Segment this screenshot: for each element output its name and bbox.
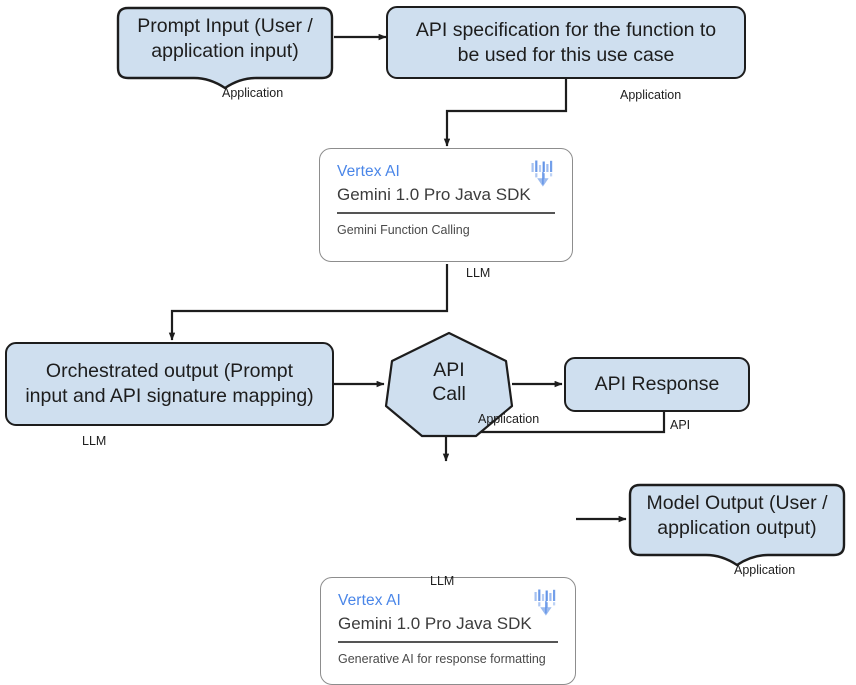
- node-orchestrated-output[interactable]: Orchestrated output (Prompt input and AP…: [5, 342, 334, 426]
- node-orchestrated-output-label: Orchestrated output (Prompt input and AP…: [25, 359, 313, 409]
- vertex-ai-bottom-model: Gemini 1.0 Pro Java SDK: [338, 614, 532, 634]
- edge-vertextop-to-orchestrated: [168, 264, 449, 341]
- orchestrated-line2: input and API signature mapping): [25, 385, 314, 407]
- caption-api-specification: Application: [620, 88, 682, 102]
- node-prompt-input[interactable]: Prompt Input (User / application input): [116, 6, 334, 92]
- vertex-ai-icon: [531, 160, 553, 187]
- vertex-ai-top-divider: [337, 211, 555, 214]
- prompt-input-line2: application input): [151, 39, 299, 62]
- node-vertex-ai-bottom[interactable]: Vertex AI Gemini 1.0 Pro Java SDK Genera…: [320, 577, 576, 685]
- model-output-line1: Model Output (User /: [646, 491, 828, 514]
- node-api-specification-label: API specification for the function to be…: [416, 18, 716, 68]
- node-vertex-ai-top[interactable]: Vertex AI Gemini 1.0 Pro Java SDK Gemini…: [319, 148, 573, 262]
- vertex-ai-bottom-divider: [338, 640, 558, 643]
- flow-diagram: Prompt Input (User / application input) …: [5, 6, 846, 685]
- edge-apispec-to-vertextop: [443, 79, 568, 147]
- api-spec-line1: API specification for the function to: [415, 18, 717, 41]
- api-spec-line2: be used for this use case: [457, 43, 675, 66]
- vertex-ai-top-brand: Vertex AI: [337, 163, 400, 180]
- api-call-line1: API: [433, 359, 465, 382]
- caption-vertex-ai-bottom: LLM: [430, 574, 455, 588]
- caption-api-response: API: [670, 418, 691, 432]
- document-shape: [628, 483, 846, 567]
- document-shape: [116, 6, 334, 90]
- api-call-line2: Call: [432, 383, 466, 405]
- node-api-response[interactable]: API Response: [564, 357, 750, 412]
- orchestrated-line1: Orchestrated output (Prompt: [45, 360, 294, 383]
- vertex-ai-bottom-brand: Vertex AI: [338, 592, 401, 609]
- heptagon-shape: [384, 331, 514, 438]
- prompt-input-line1: Prompt Input (User /: [137, 14, 313, 37]
- vertex-ai-icon: [534, 589, 556, 616]
- node-api-response-label: API Response: [594, 373, 720, 396]
- node-model-output-label: Model Output (User / application output): [628, 483, 846, 548]
- vertex-ai-bottom-subtitle: Generative AI for response formatting: [338, 651, 546, 666]
- caption-model-output: Application: [734, 563, 796, 577]
- node-api-specification[interactable]: API specification for the function to be…: [386, 6, 746, 79]
- caption-prompt-input: Application: [222, 86, 284, 100]
- node-model-output[interactable]: Model Output (User / application output): [628, 483, 846, 569]
- model-output-line2: application output): [657, 516, 817, 539]
- node-prompt-input-label: Prompt Input (User / application input): [116, 6, 334, 71]
- node-api-call[interactable]: API Call: [384, 330, 514, 440]
- caption-orchestrated-output: LLM: [82, 434, 107, 448]
- caption-vertex-ai-top: LLM: [466, 266, 491, 280]
- node-api-call-label: API Call: [384, 330, 514, 440]
- vertex-ai-top-subtitle: Gemini Function Calling: [337, 222, 470, 237]
- vertex-ai-top-model: Gemini 1.0 Pro Java SDK: [337, 185, 531, 205]
- caption-api-call: Application: [478, 412, 540, 426]
